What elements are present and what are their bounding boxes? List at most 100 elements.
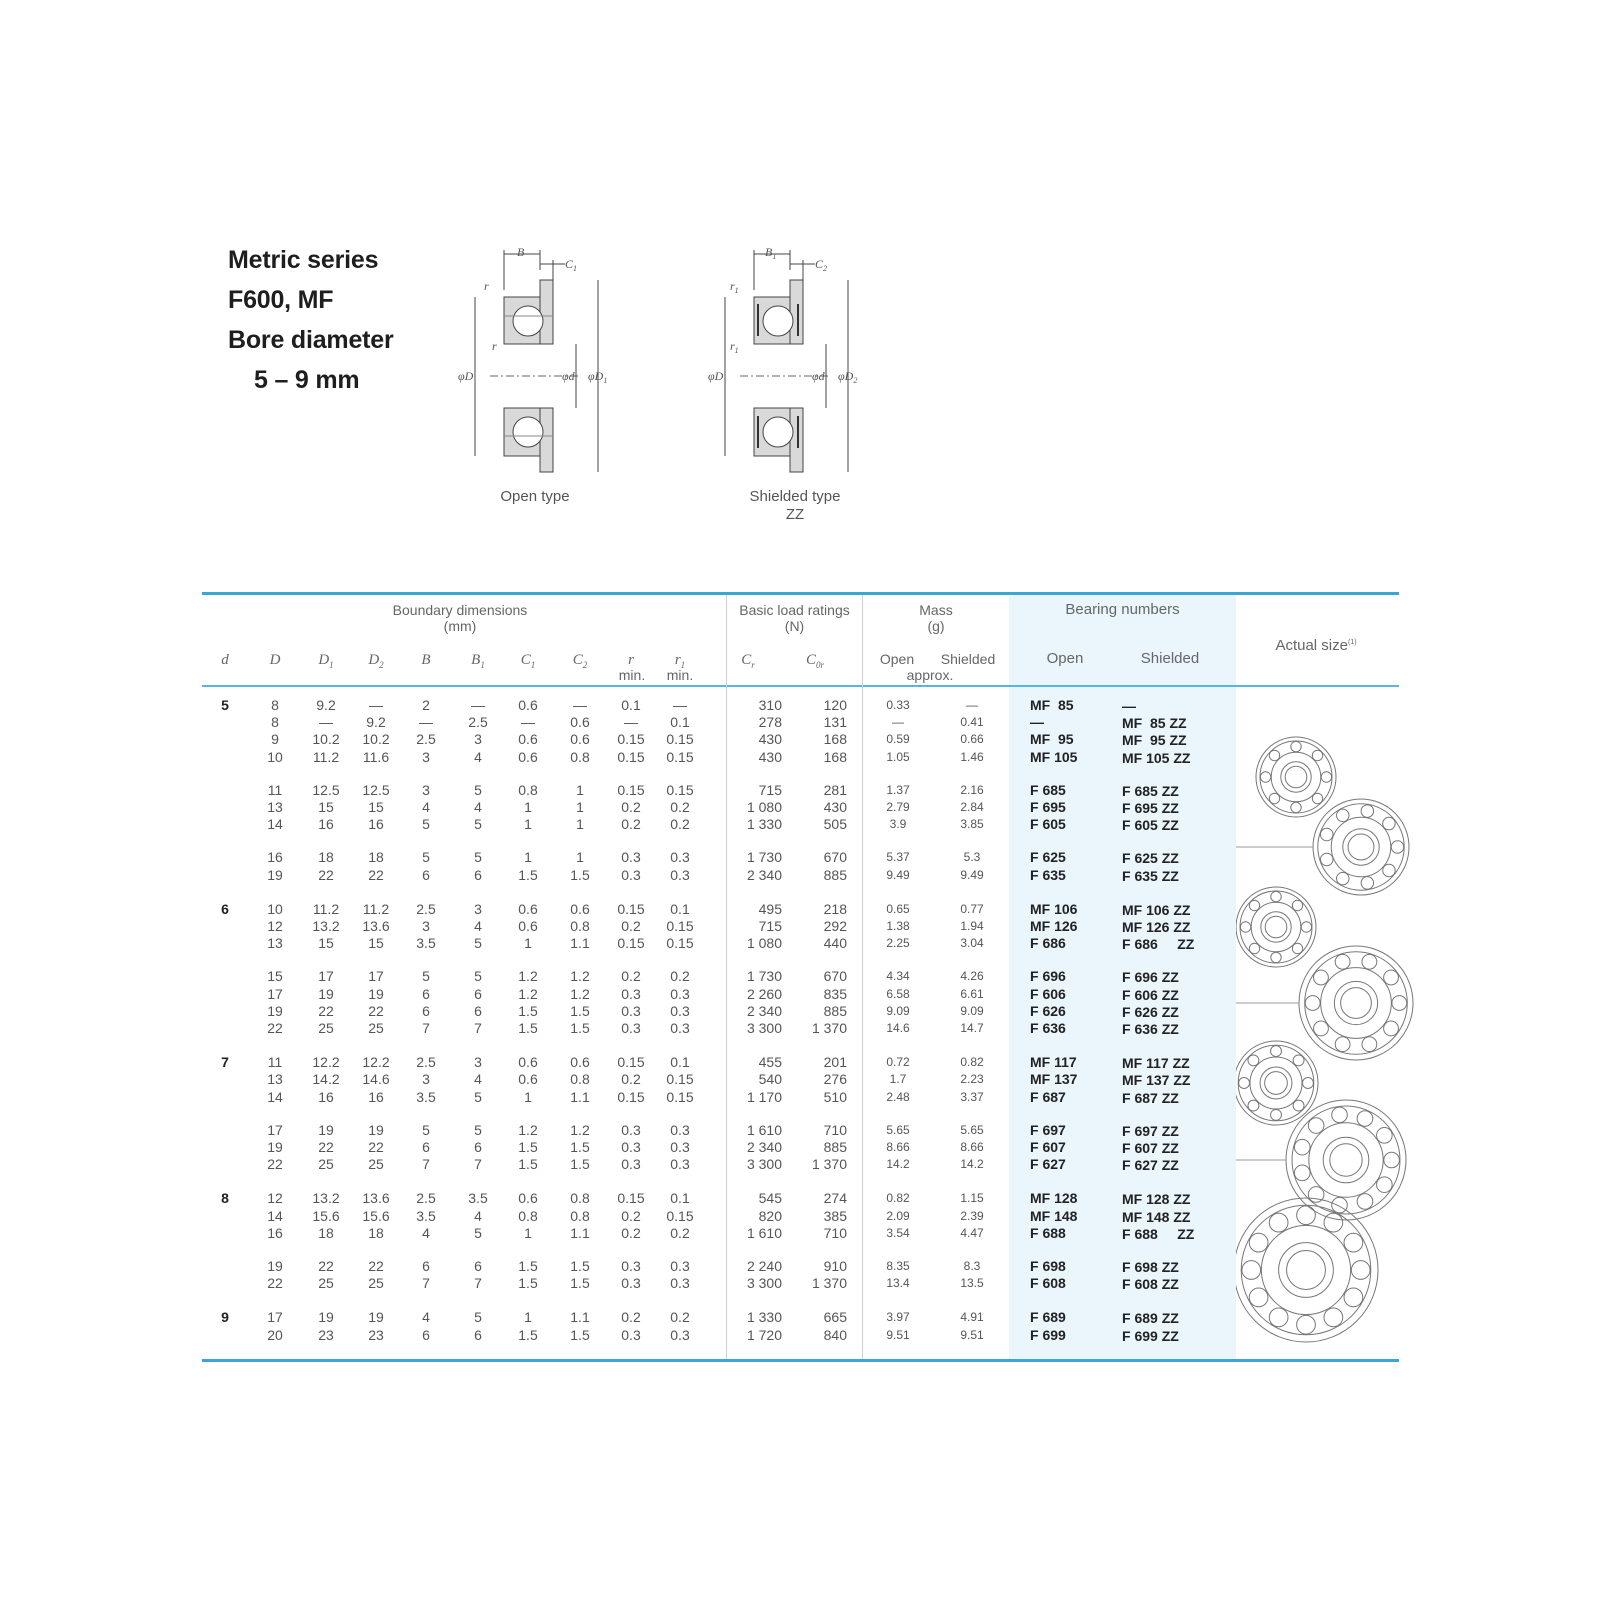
bearing-number-shielded: F 608 ZZ [1122,1276,1179,1293]
cell-b1: 7 [474,1275,482,1292]
title-type: F600, MF [228,286,334,314]
cell-b: 6 [422,1258,430,1274]
cell-r: — [624,714,638,731]
bearing-number-open: F 689 [1030,1309,1066,1326]
cell-d: 13 [267,935,283,952]
sym-r1: r1 [674,652,686,670]
cell-c0r: 885 [823,1002,847,1019]
sym-C1: C1 [520,652,536,670]
cell-r: 0.15 [617,935,645,952]
cell-d: 19 [267,1139,283,1155]
cell-c0r: 670 [823,968,847,985]
cell-c2: 1.1 [570,935,590,952]
cell-d: 14 [267,816,283,833]
bearing-number-shielded: MF 148 ZZ [1122,1208,1191,1225]
cell-ms: 4.47 [960,1225,984,1240]
cell-ms: 1.94 [960,919,984,933]
actual-size-drawings [1236,736,1414,1343]
cell-mo: 2.48 [886,1089,910,1104]
svg-text:B1: B1 [765,245,776,261]
cell-cr: 1 610 [746,1121,782,1138]
cell-d2: 16 [368,1088,384,1105]
cell-d1: 19 [318,1121,334,1138]
cell-b: 3 [422,918,430,934]
bearing-number-shielded: MF 117 ZZ [1122,1055,1190,1072]
bearing-number-open: F 686 [1030,935,1066,952]
cell-r1: 0.3 [670,1139,690,1155]
cell-c1: 1.5 [518,1258,538,1274]
cell-d: 7 [221,1054,229,1071]
cell-mo: 1.37 [886,782,910,797]
bearing-number-shielded: MF 137 ZZ [1122,1072,1191,1089]
cell-d: 13 [267,1071,283,1088]
cell-ms: 0.77 [960,901,984,916]
cell-cr: 3 300 [746,1275,782,1292]
shielded-type-diagram: B1 C2 r1 r1 φD φd φD2 [708,245,857,473]
cell-b1: 5 [474,1224,482,1241]
cell-c0r: 430 [823,799,847,815]
cell-d2: 12.5 [362,781,390,798]
mass-header: Mass (g) [919,602,953,634]
cell-cr: 1 330 [746,1309,782,1326]
bearing-number-shielded: F 686 ZZ [1122,936,1195,953]
cell-c2: 1 [576,781,584,798]
cell-c2: 0.8 [570,1071,590,1088]
cell-c2: 1.5 [570,1275,590,1292]
cell-c1: 0.6 [518,697,538,713]
cell-ms: 8.66 [960,1140,984,1154]
cell-cr: 278 [758,714,782,731]
cell-mo: 0.82 [886,1191,910,1206]
actual-size-bearing [1236,1197,1379,1343]
cell-cr: 2 340 [746,866,782,883]
cell-d: 13 [267,799,283,815]
cell-c1: 1.5 [518,1020,538,1036]
cell-r: 0.3 [621,1326,641,1343]
cell-b1: 3 [474,1054,482,1071]
sym-Cr: Cr [741,652,755,670]
cell-r: 0.3 [621,1002,641,1019]
cell-cr: 2 340 [746,1002,782,1019]
cell-b: 3 [422,781,430,798]
cell-c1: 1.2 [518,1121,538,1138]
cell-d: 11 [267,781,283,798]
cell-mo: 9.51 [886,1327,910,1342]
cell-mo: 6.58 [886,986,910,1001]
cell-d1: 15.6 [312,1207,340,1224]
bearing-number-shielded: F 606 ZZ [1122,986,1179,1003]
bearing-number-open: F 688 [1030,1224,1066,1241]
cell-mo: 8.66 [886,1140,910,1154]
cell-b: 5 [422,968,430,985]
cell-mo: 13.4 [886,1276,910,1291]
cell-d: 16 [267,1224,283,1241]
cell-d1: 12.2 [312,1054,340,1071]
svg-text:φD: φD [708,369,724,383]
bearing-number-open: F 687 [1030,1088,1066,1105]
cell-c2: 1.1 [570,1224,590,1241]
cell-c2: 0.6 [570,900,590,917]
cell-r1: 0.3 [670,1121,690,1138]
cell-c1: 1.5 [518,1002,538,1019]
cell-ms: 2.39 [960,1208,984,1223]
cell-b1: — [471,697,485,713]
cell-mo: 9.49 [886,867,910,882]
cell-cr: 2 260 [746,985,782,1002]
cell-b1: 7 [474,1156,482,1173]
cell-b1: 4 [474,918,482,934]
cell-r: 0.15 [617,731,645,748]
svg-text:r1: r1 [730,339,739,355]
cell-c2: 1.2 [570,968,590,985]
cell-c0r: 505 [823,816,847,833]
cell-c1: 1.5 [518,1156,538,1173]
cell-ms: 14.7 [960,1021,984,1035]
cell-r: 0.1 [621,697,641,713]
bearing-number-shielded: MF 85 ZZ [1122,715,1187,732]
mass-approx-label: approx. [906,667,954,683]
bearing-number-shielded: MF 95 ZZ [1122,732,1187,749]
sym-C2: C2 [572,652,588,670]
cell-d2: 19 [368,985,384,1002]
cell-d1: 11.2 [312,748,340,765]
cell-cr: 715 [758,918,782,934]
cell-c0r: 910 [823,1258,847,1274]
cell-mo: 0.59 [886,732,910,747]
bearing-number-shielded: F 627 ZZ [1122,1157,1179,1174]
